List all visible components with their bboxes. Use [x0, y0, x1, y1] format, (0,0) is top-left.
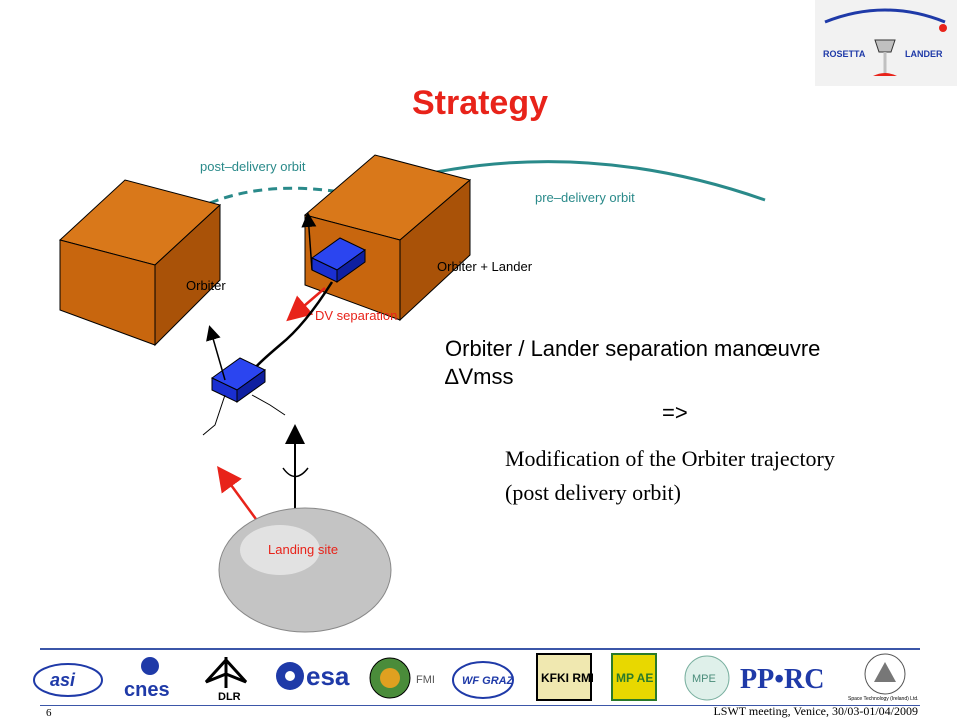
footer-bottom-rule [40, 705, 920, 706]
svg-text:KFKI RMKI: KFKI RMKI [541, 671, 593, 685]
svg-text:WF GRAZ: WF GRAZ [462, 675, 515, 687]
footer-top-rule [40, 648, 920, 650]
lander-attached [301, 212, 366, 283]
delta-v-text: ∆Vmss [445, 364, 514, 389]
asi-logo: asi [30, 652, 105, 702]
mpae-logo: MP AE [610, 652, 658, 702]
lander-trajectory [254, 281, 334, 369]
pre-delivery-orbit-label: pre–delivery orbit [535, 190, 635, 205]
orbiter-box [58, 179, 222, 347]
slide-title: Strategy [411, 84, 549, 122]
separation-diagram: post–delivery orbit pre–delivery orbit O… [40, 140, 800, 640]
svg-text:FMI: FMI [416, 674, 435, 686]
kfki-logo: KFKI RMKI [535, 652, 603, 702]
pparc-logo: PP•RC [738, 652, 838, 702]
separation-manoeuvre-text: Orbiter / Lander separation manœuvre [445, 336, 821, 361]
modification-text-line2: (post delivery orbit) [505, 480, 681, 505]
post-delivery-orbit-label: post–delivery orbit [200, 159, 306, 174]
wf-graz-logo: WF GRAZ [448, 652, 518, 702]
landing-site-label: Landing site [268, 542, 338, 557]
svg-text:MP AE: MP AE [616, 671, 653, 685]
dv-separation-label: DV separation [315, 308, 397, 323]
space-tech-ireland-logo: Space Technology (Ireland) Ltd. [848, 652, 922, 702]
svg-text:asi: asi [50, 670, 76, 690]
svg-text:esa: esa [306, 661, 350, 691]
logo-lander-text: LANDER [905, 49, 943, 59]
svg-text:DLR: DLR [218, 691, 241, 702]
svg-text:MPE: MPE [692, 673, 716, 685]
footer-meeting-text: LSWT meeting, Venice, 30/03-01/04/2009 [713, 704, 918, 718]
mps-logo: MPE [680, 652, 734, 702]
pre-delivery-orbit [399, 160, 766, 202]
dlr-logo: DLR [196, 652, 256, 703]
orbiter-lander-label: Orbiter + Lander [437, 259, 533, 274]
dv-separation-arrow [286, 287, 326, 322]
modification-text-line1: Modification of the Orbiter trajectory [505, 446, 835, 471]
lander-descending [202, 325, 286, 436]
rosetta-lander-logo: ROSETTA LANDER [815, 0, 957, 86]
svg-text:PP•RC: PP•RC [740, 664, 824, 695]
implies-arrow-text: => [662, 400, 688, 425]
esa-logo: esa [272, 652, 364, 702]
logo-rosetta-text: ROSETTA [823, 49, 866, 59]
svg-text:cnes: cnes [124, 679, 170, 701]
orbiter-label: Orbiter [186, 278, 226, 293]
orbiter-lander-box [303, 154, 472, 322]
comet-nucleus [218, 507, 392, 633]
svg-text:Space Technology (Ireland) Ltd: Space Technology (Ireland) Ltd. [848, 696, 919, 702]
fmi-logo: FMI [366, 652, 444, 702]
post-delivery-orbit [209, 186, 381, 205]
page-number: 6 [46, 707, 52, 719]
cnes-logo: cnes [120, 652, 180, 702]
